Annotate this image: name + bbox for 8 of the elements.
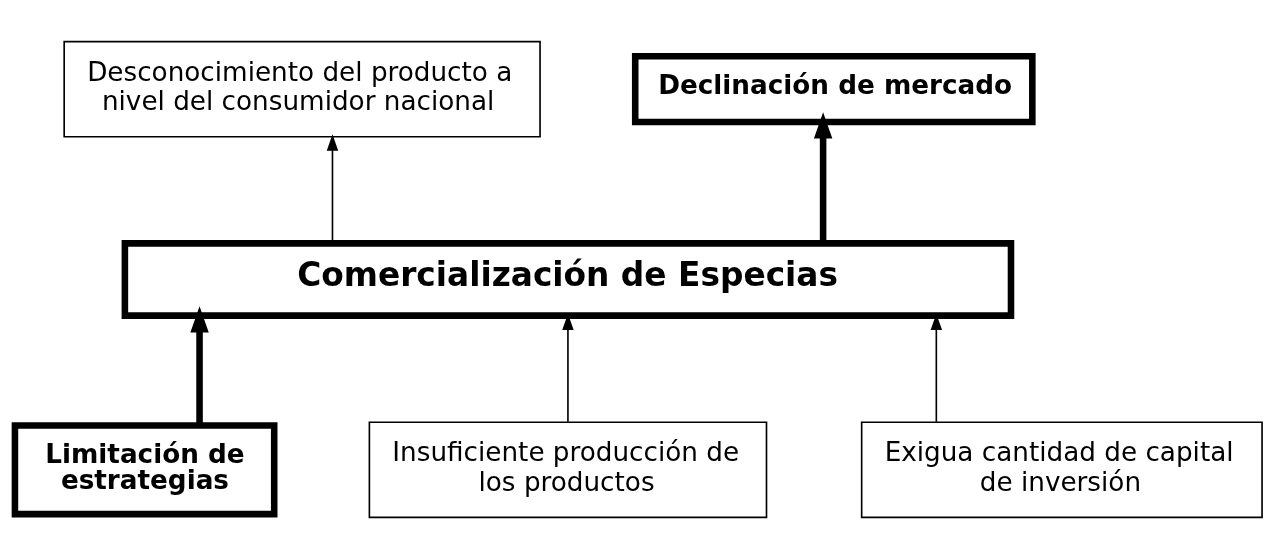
node-box: Desconocimiento del producto a nivel del consumidor nacional — [63, 40, 541, 138]
node-box: Limitación de estrategias — [11, 421, 278, 517]
node-box: Comercialización de Especias — [121, 239, 1015, 319]
arrow — [813, 111, 833, 243]
arrow — [190, 305, 209, 425]
node-box: Insuficiente producción de los productos — [368, 420, 768, 518]
node-box: Exigua cantidad de capital de inversión — [860, 420, 1263, 518]
node-box: Declinación de mercado — [631, 52, 1036, 125]
